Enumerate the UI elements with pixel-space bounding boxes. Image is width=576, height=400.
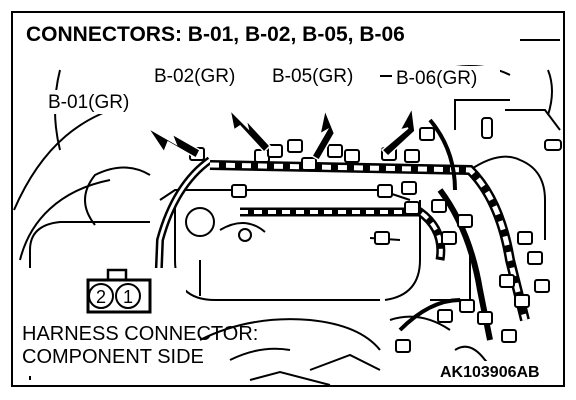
pin-2-circle bbox=[88, 283, 114, 309]
label-b02: B-02(GR) bbox=[154, 66, 235, 87]
connector-pinout-inset: 2 1 HARNESS CONNECTOR: COMPONENT SIDE bbox=[18, 268, 258, 376]
figure-code-backdrop bbox=[438, 361, 560, 381]
callout-arrows bbox=[147, 105, 417, 162]
caption-line-2: COMPONENT SIDE bbox=[22, 346, 204, 368]
pin-1-label: 1 bbox=[123, 287, 133, 307]
label-backdrop-b01 bbox=[46, 90, 152, 114]
label-b01: B-01(GR) bbox=[48, 92, 129, 113]
pin-1-circle bbox=[115, 283, 141, 309]
label-backdrop-b02 bbox=[152, 64, 254, 88]
label-backdrop-b05 bbox=[270, 64, 376, 88]
label-b05: B-05(GR) bbox=[272, 66, 353, 87]
caption-line-1: HARNESS CONNECTOR: bbox=[22, 323, 258, 345]
figure-code: AK103906AB bbox=[440, 364, 540, 381]
pin-2-label: 2 bbox=[96, 287, 106, 307]
label-b06: B-06(GR) bbox=[396, 68, 477, 89]
label-backdrop-b06 bbox=[394, 66, 500, 90]
wiring-harness bbox=[154, 118, 530, 341]
title-backdrop bbox=[24, 19, 464, 47]
diagram-title: CONNECTORS: B-01, B-02, B-05, B-06 bbox=[26, 23, 405, 46]
